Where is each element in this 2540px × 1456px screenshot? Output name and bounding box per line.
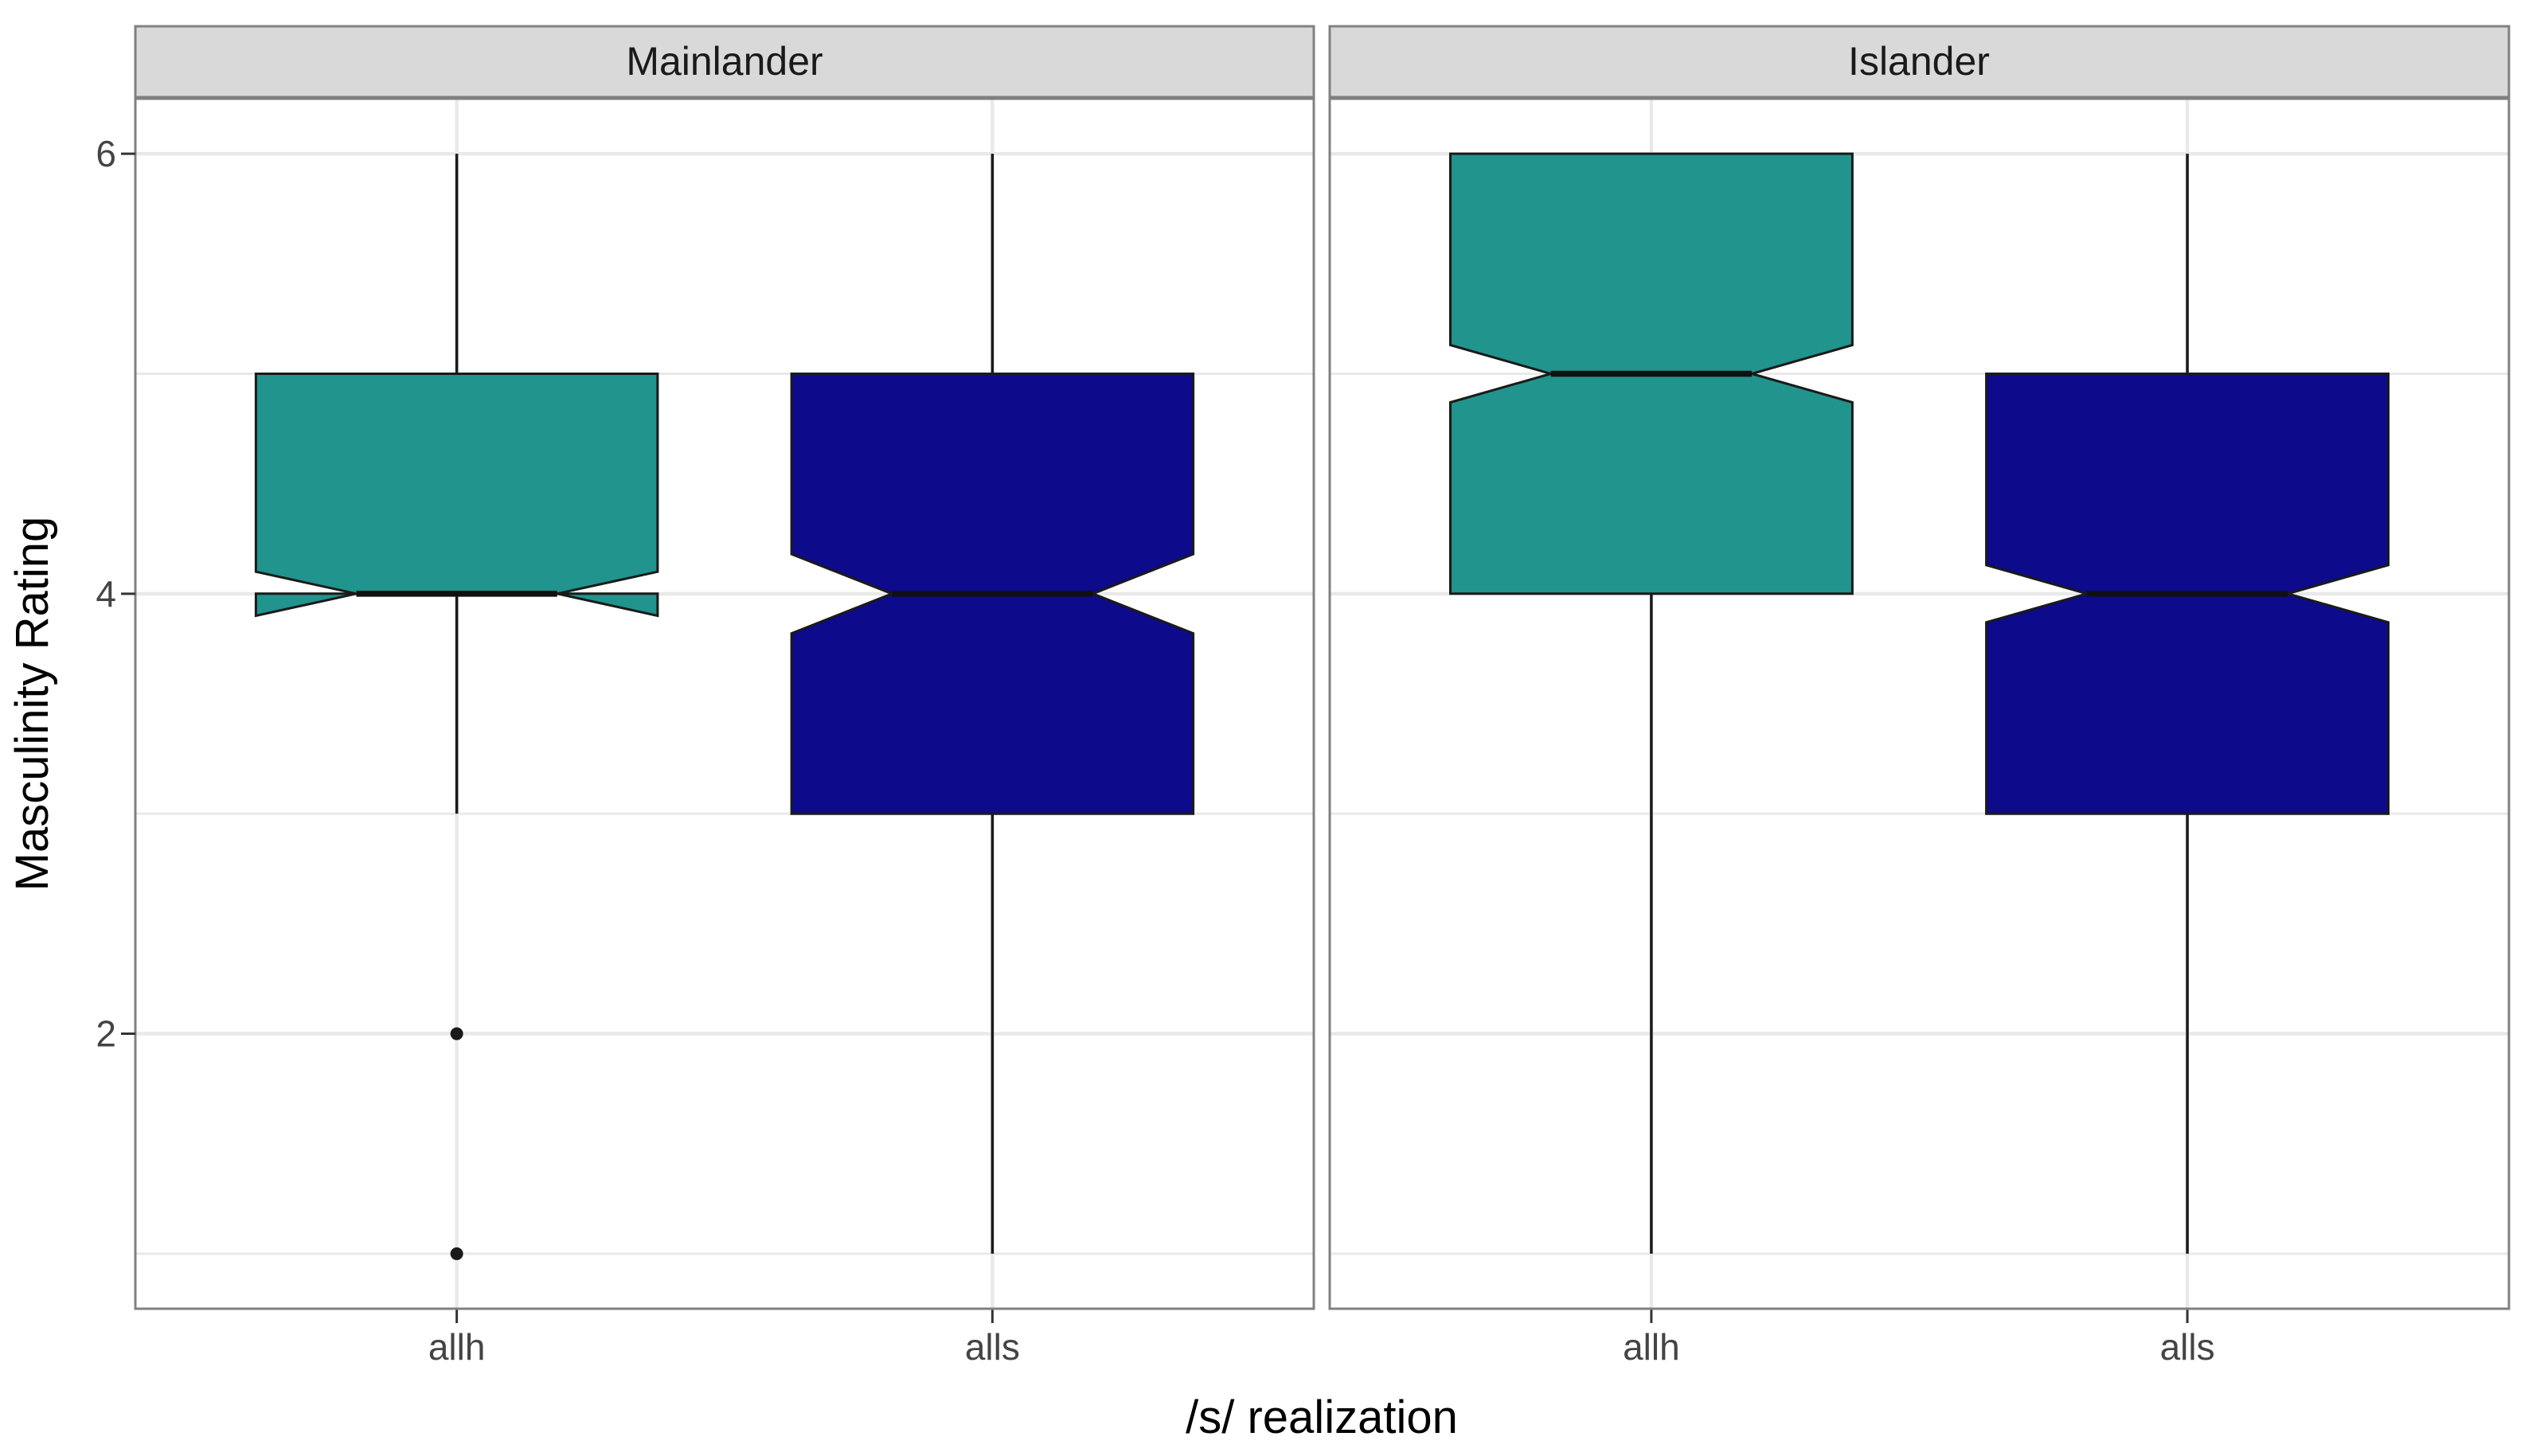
x-tick-label-alls: alls (965, 1326, 1020, 1368)
notched-box (254, 373, 659, 618)
panel-border (1328, 97, 2511, 1310)
facet-strip-label-mainlander: Mainlander (626, 39, 823, 84)
y-tick-label: 4 (96, 573, 116, 615)
panel-border (134, 97, 1315, 1310)
y-tick-label: 6 (96, 133, 116, 174)
x-axis-title: /s/ realization (1186, 1392, 1458, 1443)
facet-panel-islander: allh alls (1328, 25, 2511, 1368)
facet-strip (1328, 25, 2511, 99)
outlier-point (450, 1247, 463, 1260)
boxplot-mainlander-allh (254, 154, 659, 1260)
x-tick-label-alls: alls (2160, 1326, 2215, 1368)
boxplot-islander-allh (1449, 152, 1854, 1254)
boxplot-mainlander-alls (790, 154, 1195, 1254)
outlier-point (450, 1027, 463, 1040)
y-axis-title: Masculinity Rating (6, 517, 58, 892)
x-tick-label-allh: allh (1623, 1326, 1680, 1368)
boxplot-islander-alls (1985, 154, 2390, 1254)
y-tick-label: 2 (96, 1013, 116, 1055)
x-tick-label-allh: allh (428, 1326, 486, 1368)
facet-strip (134, 25, 1315, 99)
facet-strip-label-islander: Islander (1848, 39, 1990, 84)
facet-panel-mainlander: allh alls (134, 25, 1315, 1368)
